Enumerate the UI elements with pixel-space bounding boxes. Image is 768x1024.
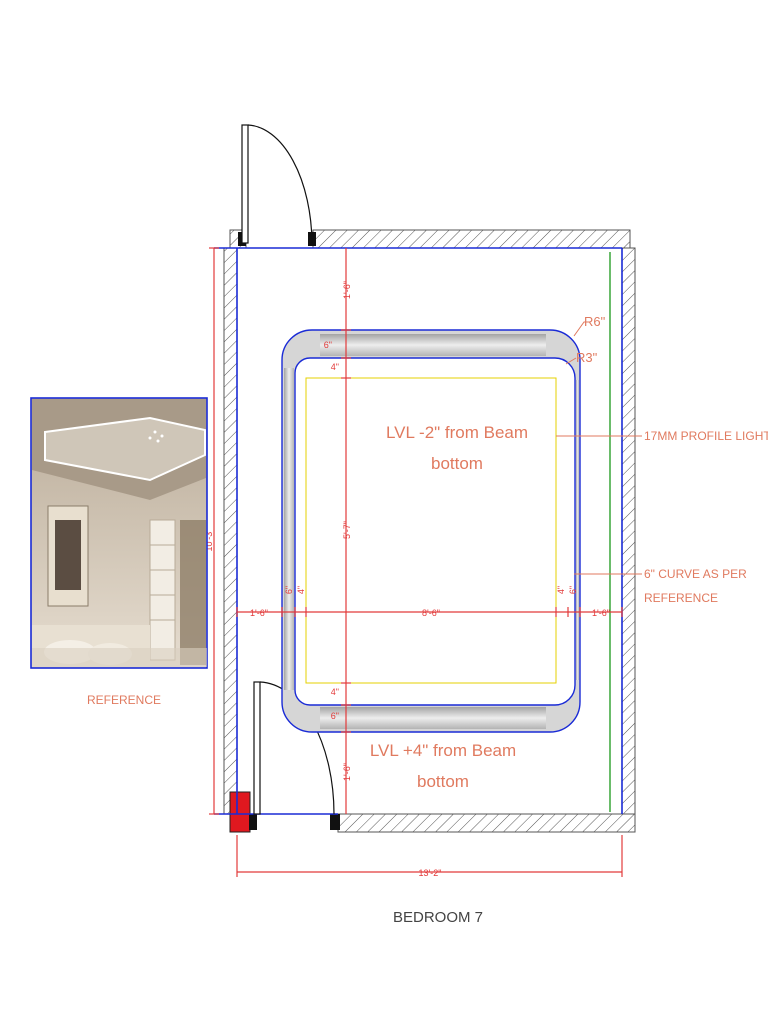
cove-6-right-dim: 6" xyxy=(568,586,578,594)
radius-inner-label: R3" xyxy=(576,350,598,365)
bottom-gap-dim: 1'-6" xyxy=(342,763,352,781)
door-jamb xyxy=(249,814,257,830)
curve-note-line1: 6" CURVE AS PER xyxy=(644,567,747,581)
inner-offset-line xyxy=(305,377,557,684)
cove-6-bottom-dim: 6" xyxy=(331,711,339,721)
top-door xyxy=(241,124,313,244)
cove-shade-bottom xyxy=(320,707,546,729)
leader-lines xyxy=(556,321,642,575)
cove-4-bottom-dim: 4" xyxy=(331,687,339,697)
cove-shade-top xyxy=(320,334,546,356)
cove-4-left-dim: 4" xyxy=(296,586,306,594)
cove-shade-right xyxy=(576,380,579,680)
ceiling-cove xyxy=(281,329,581,733)
right-wall xyxy=(621,247,636,815)
profile-light-note: 17MM PROFILE LIGHT xyxy=(644,429,768,443)
left-gap-dim: 1'-6" xyxy=(250,608,268,618)
top-gap-dim: 1'-6" xyxy=(342,281,352,299)
door-leaf xyxy=(241,124,249,244)
lvl-top-line2: bottom xyxy=(431,454,483,473)
dimensions xyxy=(209,247,623,877)
drawing-title: BEDROOM 7 xyxy=(393,909,483,926)
lvl-bottom-line2: bottom xyxy=(417,772,469,791)
lvl-bottom-line1: LVL +4" from Beam xyxy=(370,741,516,760)
cove-6-top-dim: 6" xyxy=(324,340,332,350)
radius-outer-label: R6" xyxy=(584,314,606,329)
door-jamb xyxy=(330,814,340,830)
cove-shade-left xyxy=(284,368,294,690)
column-block xyxy=(229,791,251,833)
walls xyxy=(223,229,636,833)
overall-width-dim: 13'-2" xyxy=(419,868,442,878)
curve-note-line2: REFERENCE xyxy=(644,591,718,605)
cove-6-left-dim: 6" xyxy=(284,586,294,594)
cove-band xyxy=(281,329,581,733)
room-outline xyxy=(214,247,623,815)
door-swing-arc xyxy=(247,124,313,244)
reference-label: REFERENCE xyxy=(87,693,161,707)
right-gap-dim: 1'-6" xyxy=(592,608,610,618)
inner-width-dim: 8'-6" xyxy=(422,608,440,618)
cove-4-top-dim: 4" xyxy=(331,362,339,372)
cove-4-right-dim: 4" xyxy=(556,586,566,594)
top-wall xyxy=(312,229,631,249)
lvl-top-line1: LVL -2" from Beam xyxy=(386,423,528,442)
left-wall xyxy=(223,247,238,815)
reference-image xyxy=(30,397,208,669)
overall-height-dim: 10'-3" xyxy=(204,529,214,552)
door-leaf xyxy=(253,681,261,815)
inner-height-dim: 5'-7" xyxy=(342,521,352,539)
bottom-wall xyxy=(337,813,636,833)
